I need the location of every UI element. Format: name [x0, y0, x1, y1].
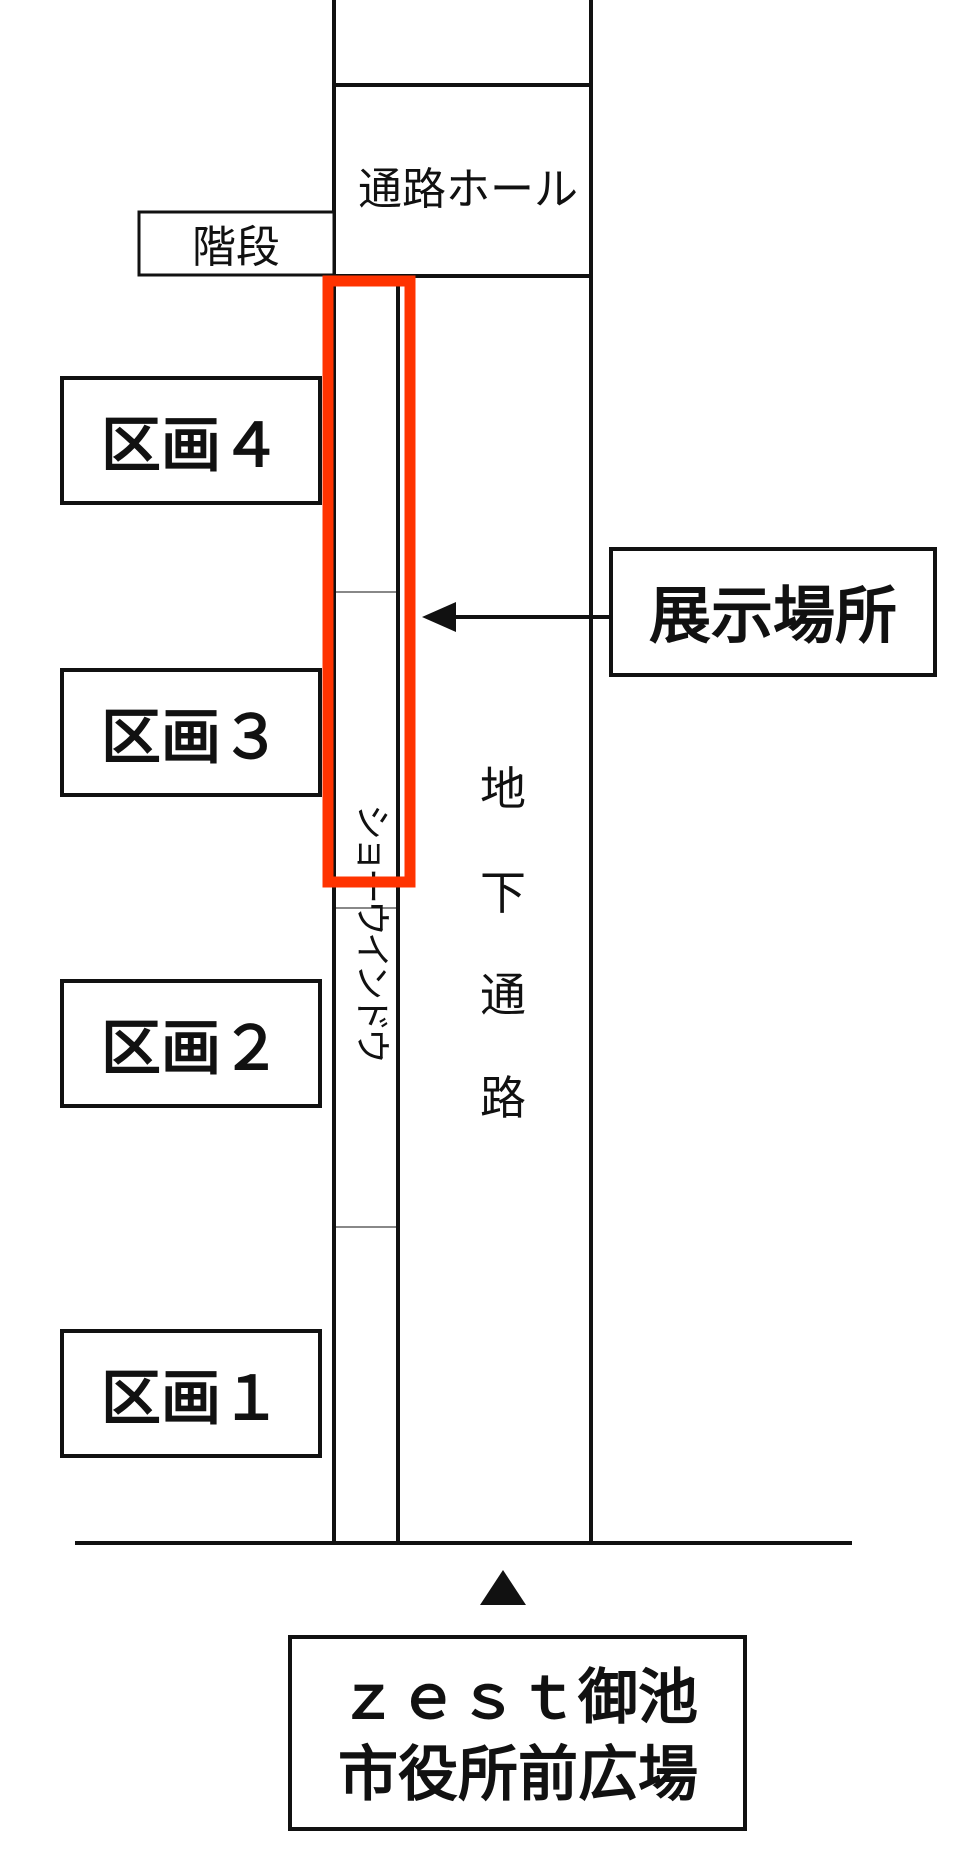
- showwindow-char: ド: [351, 996, 392, 1032]
- plaza-box: [288, 1635, 747, 1831]
- underpass-char: 地: [480, 762, 526, 816]
- section-label-4: 区画４: [101, 411, 281, 481]
- section-label-1: 区画１: [101, 1364, 281, 1434]
- hall-label: 通路ホール: [358, 164, 578, 215]
- showwindow-char: シ: [351, 804, 392, 840]
- section-label-3: 区画３: [101, 703, 281, 773]
- showwindow-label: シ ョ ー ウ イ ン ド ウ: [351, 804, 392, 1064]
- section-box-4: [60, 376, 322, 505]
- exhibit-callout: 展示場所: [422, 547, 937, 677]
- underpass-label: 地 下 通 路: [480, 762, 526, 1125]
- underpass-char: 下: [480, 866, 526, 920]
- showwindow-char: イ: [351, 932, 392, 968]
- section-box-2: [60, 979, 322, 1108]
- corridor-walls: [75, 0, 852, 1545]
- exhibit-highlight: [322, 275, 416, 888]
- underpass-char: 通: [480, 968, 526, 1022]
- underpass-char: 路: [480, 1071, 526, 1125]
- showwindow-char: ウ: [351, 1028, 392, 1064]
- stairs-box: [137, 210, 336, 277]
- arrow-left-icon: [422, 602, 456, 632]
- section-boxes: 区画４ 区画３ 区画２ 区画１: [60, 376, 322, 1458]
- showwindow-dividers: [334, 591, 398, 1228]
- triangle-up-icon: [480, 1570, 526, 1605]
- exhibit-label-box: [609, 547, 937, 677]
- showwindow-char: ン: [351, 964, 392, 1000]
- showwindow-char: ョ: [351, 836, 392, 872]
- exhibit-label: 展示場所: [649, 579, 897, 652]
- section-label-2: 区画２: [101, 1014, 281, 1084]
- section-box-1: [60, 1329, 322, 1458]
- plaza-label-line2: 市役所前広場: [338, 1740, 698, 1810]
- plaza-label-line1: ｚｅｓｔ御池: [338, 1663, 698, 1733]
- showwindow-char: ウ: [351, 900, 392, 936]
- section-box-3: [60, 668, 322, 797]
- stairs-label: 階段: [192, 222, 280, 273]
